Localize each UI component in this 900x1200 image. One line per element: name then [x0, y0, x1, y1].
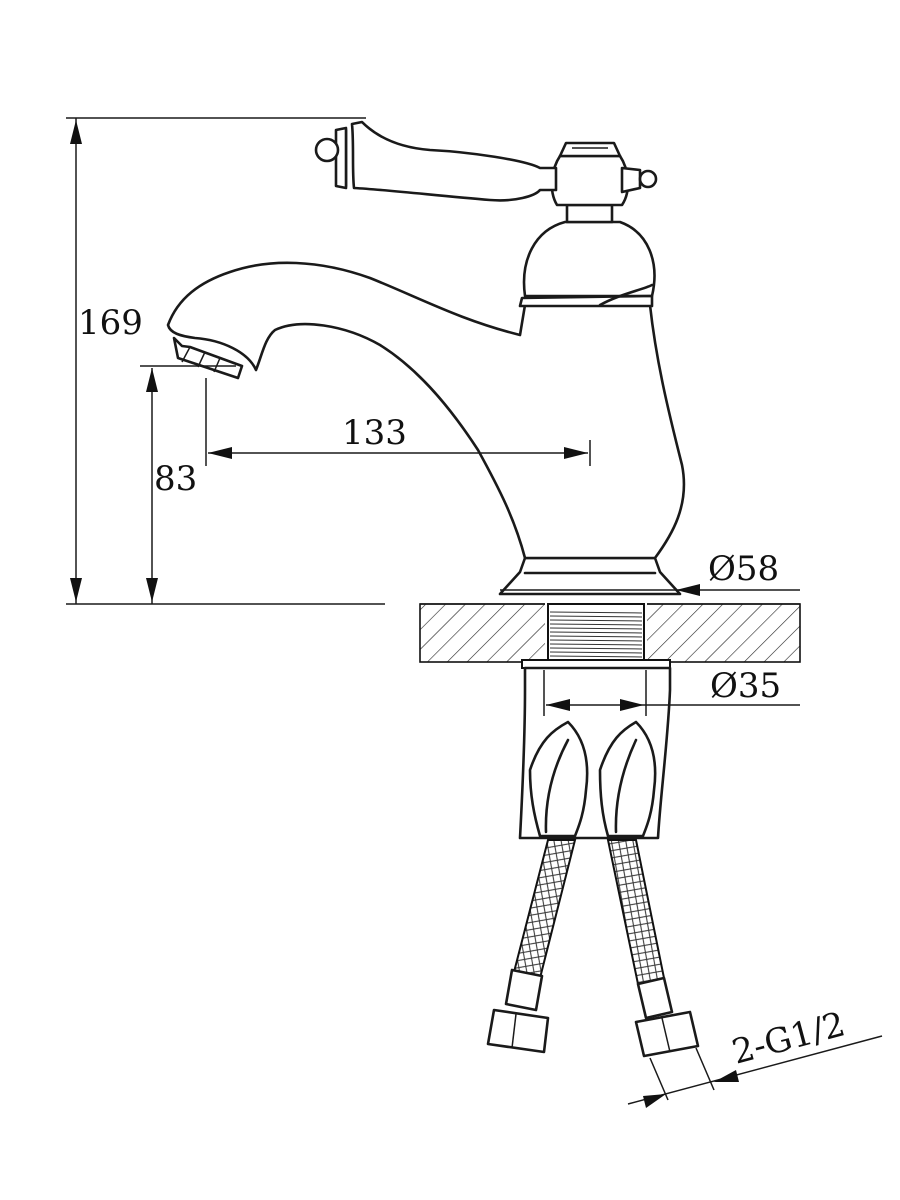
thread-line — [549, 639, 643, 642]
base-diameter-label: Ø58 — [708, 549, 779, 589]
thread-diameter-label: Ø35 — [710, 666, 781, 706]
thread-line — [549, 619, 643, 622]
thread-line — [549, 611, 643, 614]
thread-line — [549, 627, 643, 630]
dimension-base-diameter: Ø58 — [500, 549, 800, 596]
dimension-thread-diameter: Ø35 — [543, 666, 800, 716]
faucet-body — [166, 120, 686, 596]
thread-line — [549, 623, 643, 626]
thread-line — [549, 631, 643, 634]
thread-line — [549, 643, 643, 646]
threaded-shank — [521, 603, 671, 669]
dimension-spout-height: 83 — [140, 365, 236, 604]
dimension-total-height: 169 — [66, 117, 385, 605]
lower-collar — [518, 666, 672, 840]
thread-line — [549, 615, 643, 618]
spout-height-label: 83 — [154, 459, 197, 499]
dimension-spout-reach: 133 — [205, 378, 591, 466]
total-height-label: 169 — [78, 303, 143, 343]
spout-reach-label: 133 — [342, 413, 407, 453]
supply-hoses — [486, 839, 700, 1058]
thread-line — [549, 647, 643, 650]
hose-connection-label: 2-G1/2 — [728, 1004, 849, 1072]
thread-line — [549, 651, 643, 654]
thread-line — [549, 655, 643, 658]
thread-line — [549, 635, 643, 638]
